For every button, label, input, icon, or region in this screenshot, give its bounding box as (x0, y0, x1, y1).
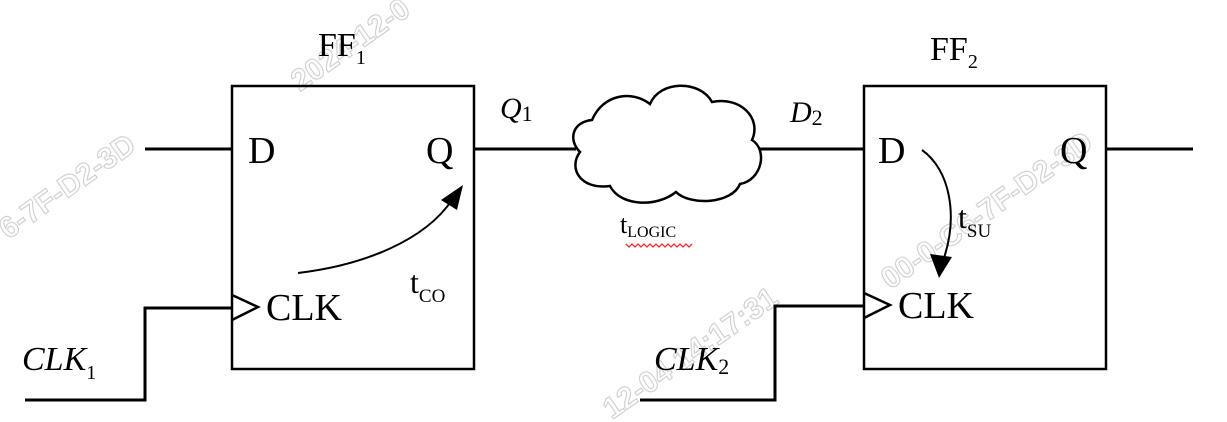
tco-label-text: t (410, 264, 419, 300)
tco-label-subscript: CO (419, 286, 445, 307)
ff2-clock-triangle (863, 291, 893, 320)
ff2-d-pin-label: D (878, 130, 905, 172)
tlogic-label: tLOGIC (620, 210, 676, 241)
ff2-title-text: FF (930, 31, 968, 68)
ff2-q-pin-label: Q (1060, 130, 1087, 172)
ff1-title-text: FF (318, 27, 356, 64)
ff2-title: FF2 (930, 31, 978, 73)
q1-label-text: Q (500, 92, 522, 125)
logic-cloud (572, 84, 763, 204)
clk1-waveform (25, 306, 232, 402)
tsu-arrow-curve (921, 149, 952, 259)
tlogic-spellcheck-underline (625, 243, 693, 248)
clk2-waveform (640, 304, 864, 402)
tsu-arrow-head (930, 254, 952, 278)
ff1-q-pin-label: Q (426, 130, 453, 172)
tsu-label-subscript: SU (967, 221, 992, 242)
ff2-box (862, 84, 1108, 371)
clk1-label: CLK1 (22, 341, 96, 384)
q1-label: Q1 (500, 92, 533, 126)
tco-arrow-curve (297, 199, 453, 274)
d2-label: D2 (789, 96, 823, 130)
tsu-label-text: t (958, 199, 967, 235)
ff1-title: FF1 (318, 27, 366, 69)
d2-label-text: D (789, 96, 812, 129)
clk2-label: CLK2 (654, 341, 729, 379)
flip-flop-1: FF1 D Q CLK tCO (145, 27, 476, 371)
watermark-text-2: 6-7F-D2-3D (0, 128, 142, 246)
clk2-label-text: CLK (654, 341, 721, 378)
q1-label-subscript: 1 (522, 101, 533, 126)
tco-arrow-head (441, 185, 463, 210)
tsu-label: tSU (958, 199, 991, 242)
clk2-label-subscript: 2 (718, 354, 729, 379)
tlogic-label-subscript: LOGIC (627, 224, 676, 241)
ff1-clock-triangle (231, 293, 261, 322)
ff1-clk-pin-label: CLK (266, 287, 343, 329)
d2-label-subscript: 2 (812, 105, 823, 130)
tlogic-label-text: t (620, 210, 628, 239)
clk1-label-text: CLK (22, 341, 89, 378)
ff2-title-subscript: 2 (968, 51, 978, 73)
tco-label: tCO (410, 264, 445, 307)
ff1-d-pin-label: D (248, 130, 275, 172)
clk1-label-subscript: 1 (86, 362, 96, 384)
ff2-clk-pin-label: CLK (898, 285, 975, 327)
ff1-title-subscript: 1 (356, 47, 366, 69)
ff1-box (230, 84, 476, 371)
flip-flop-2: FF2 D Q CLK tSU (862, 31, 1193, 371)
